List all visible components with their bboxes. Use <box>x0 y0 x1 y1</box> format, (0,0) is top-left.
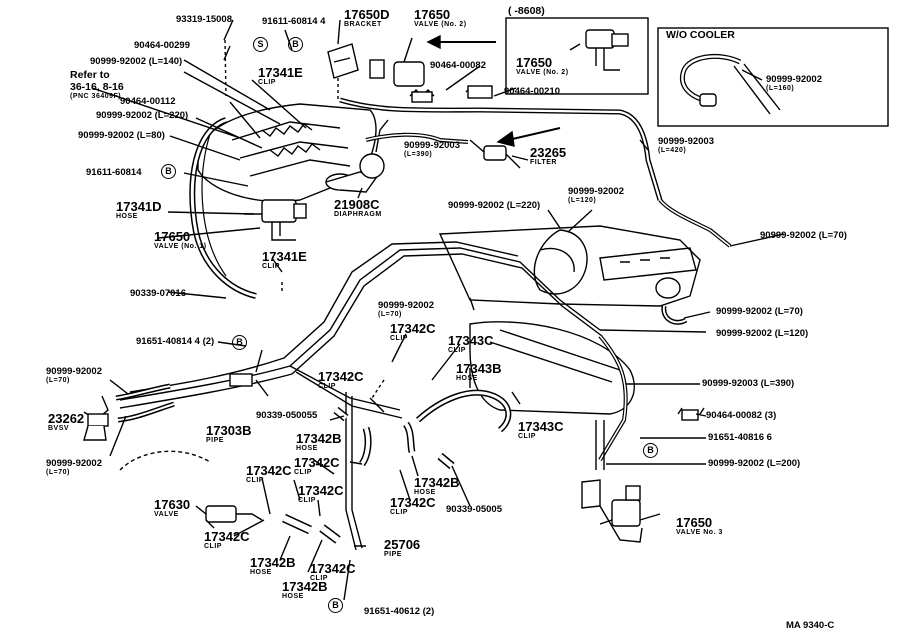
label-90999-l160: 90999-92002(L=160) <box>766 74 822 92</box>
label-90464-00210: 90464-00210 <box>504 86 560 97</box>
label-90999-l120b: 90999-92002 (L=120) <box>716 328 809 339</box>
label-inset-date: ( -8608) <box>508 5 545 17</box>
label-90464-00112: 90464-00112 <box>120 96 176 107</box>
marker-s-circle: S <box>253 37 268 52</box>
label-90464-00299: 90464-00299 <box>134 40 190 51</box>
label-wo-cooler: W/O COOLER <box>666 29 735 41</box>
label-footer-code: MA 9340-C <box>786 620 835 631</box>
label-90999-l70a: 90999-92002 (L=70) <box>760 230 847 241</box>
label-90999-92003-l420: 90999-92003(L=420) <box>658 136 714 154</box>
label-90339-05005-b: 90339-05005 <box>446 504 502 515</box>
marker-b-circle: B <box>288 37 303 52</box>
label-90464-00082-a: 90464-00082 <box>430 60 486 71</box>
label-91651-40816: 91651-40816 6 <box>708 432 772 443</box>
marker-b-circle: B <box>232 335 247 350</box>
label-90339-05005-a: 90339-050055 <box>256 410 318 421</box>
label-90999-l140: 90999-92002 (L=140) <box>90 56 183 67</box>
label-90999-l220a: 90999-92002 (L=220) <box>96 110 189 121</box>
label-90999-92003-l390b: 90999-92003 (L=390) <box>702 378 795 389</box>
label-refer-to: Refer to <box>70 69 110 81</box>
label-91611-60814-b: 91611-60814 <box>86 167 142 178</box>
label-90999-l80: 90999-92002 (L=80) <box>78 130 165 141</box>
marker-b-circle: B <box>161 164 176 179</box>
label-90999-92003-l390a: 90999-92003(L=390) <box>404 140 460 158</box>
label-90999-l70-left-b: 90999-92002(L=70) <box>46 458 102 476</box>
marker-b-circle: B <box>643 443 658 458</box>
label-90999-l70c: 90999-92002 (L=70) <box>716 306 803 317</box>
label-90464-00082-b: 90464-00082 (3) <box>706 410 777 421</box>
label-90339-07016: 90339-07016 <box>130 288 186 299</box>
label-90999-l120a: 90999-92002(L=120) <box>568 186 624 204</box>
label-90999-l220b: 90999-92002 (L=220) <box>448 200 541 211</box>
marker-b-circle: B <box>328 598 343 613</box>
label-91651-40814: 91651-40814 4 (2) <box>136 336 215 347</box>
label-refer-num: 36-16, 8-16(PNC 36409F) <box>70 81 124 101</box>
label-93319-15008: 93319-15008 <box>176 14 232 25</box>
label-91651-40612: 91651-40612 (2) <box>364 606 435 617</box>
label-91611-60814: 91611-60814 4 <box>262 16 326 27</box>
label-90999-l70b: 90999-92002(L=70) <box>378 300 434 318</box>
label-90999-l70-left-a: 90999-92002(L=70) <box>46 366 102 384</box>
label-90999-l200: 90999-92002 (L=200) <box>708 458 801 469</box>
